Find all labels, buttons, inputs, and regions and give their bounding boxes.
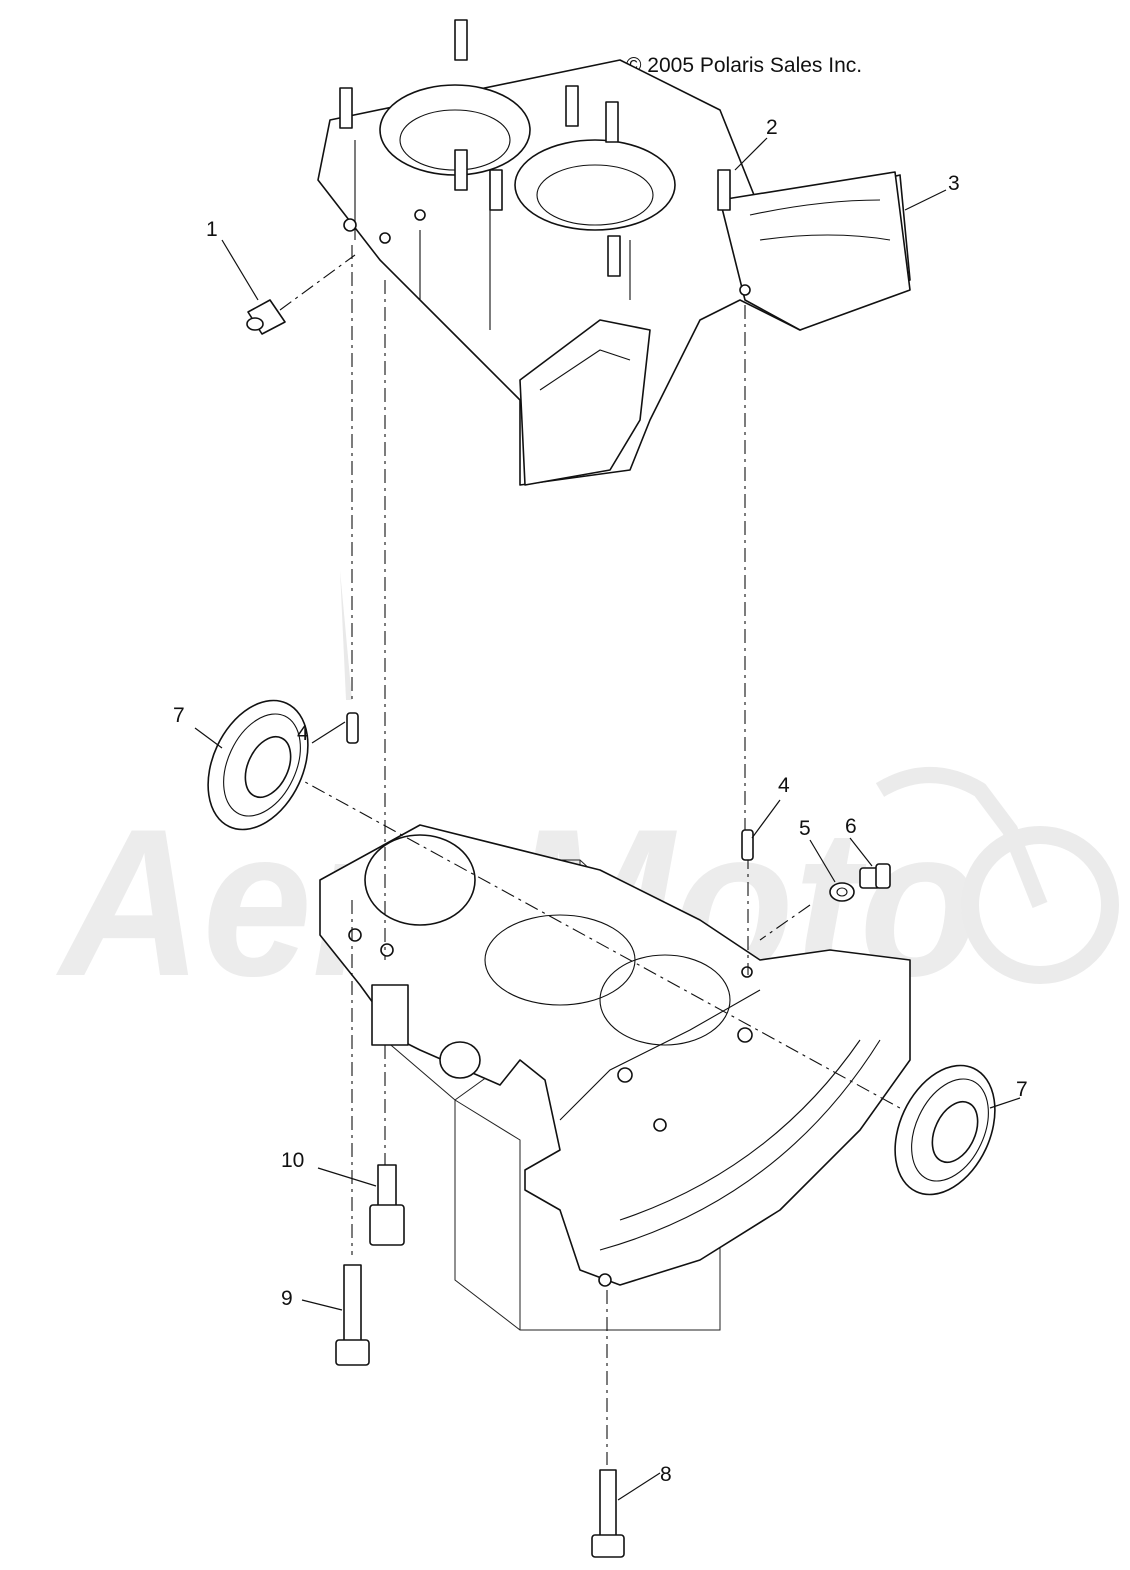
callout-7-right: 7	[1016, 1078, 1028, 1101]
alignment-lines	[264, 245, 941, 1465]
dowel-pin-part-4-right	[741, 829, 754, 861]
oil-seal-part-7-right	[894, 1064, 996, 1196]
callout-8: 8	[660, 1463, 672, 1486]
callout-10: 10	[281, 1149, 304, 1172]
dowel-sleeve-part-1	[246, 299, 286, 335]
bolt-part-10	[369, 1164, 405, 1246]
callout-4-left: 4	[297, 722, 309, 745]
callout-9: 9	[281, 1287, 293, 1310]
bolt-part-9	[335, 1264, 370, 1366]
bolt-part-8	[591, 1469, 625, 1558]
lower-crankcase	[319, 824, 911, 1331]
callout-5: 5	[799, 817, 811, 840]
plug-screw-part-6	[859, 863, 891, 889]
upper-crankcase	[317, 19, 911, 486]
callout-4-right: 4	[778, 774, 790, 797]
callouts: 1 2 3 4 4 5 6 7 7 8 9 10	[173, 116, 1028, 1486]
callout-3: 3	[948, 172, 960, 195]
copyright-notice: © 2005 Polaris Sales Inc.	[626, 54, 863, 77]
callout-7-left: 7	[173, 704, 185, 727]
leader-lines	[194, 137, 1021, 1501]
washer-part-5	[829, 882, 855, 902]
callout-6: 6	[845, 815, 857, 838]
callout-2: 2	[766, 116, 778, 139]
callout-1: 1	[206, 218, 218, 241]
oil-seal-part-7-left	[207, 699, 309, 831]
dowel-pin-part-4-left	[346, 712, 359, 744]
